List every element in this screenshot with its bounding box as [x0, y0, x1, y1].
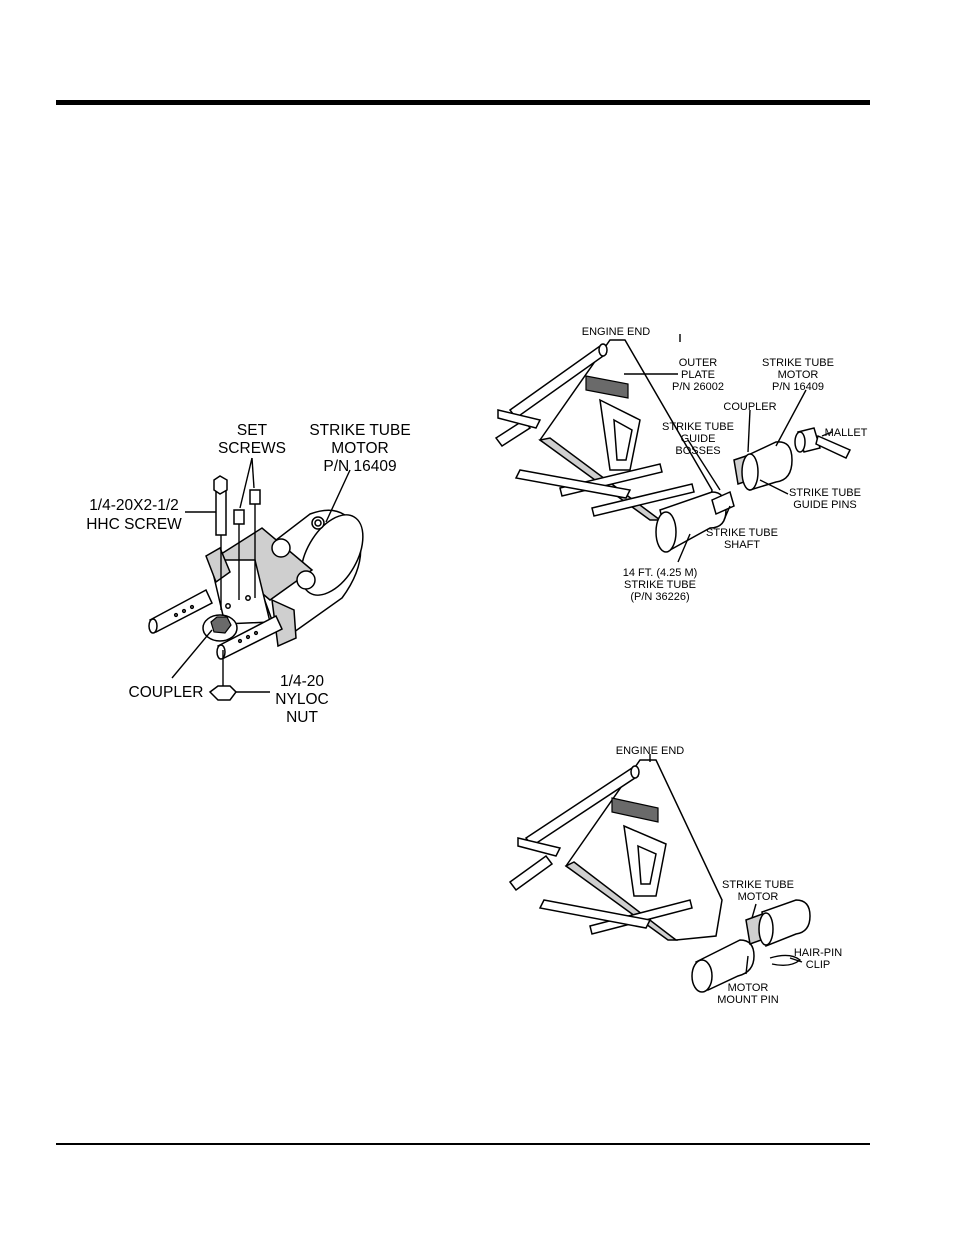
label-engine-end: ENGINE END — [582, 326, 651, 338]
label-strike-tube-1: 14 FT. (4.25 M) — [623, 567, 698, 579]
label-guide-bosses-2: GUIDE — [681, 433, 716, 445]
label-shaft-1: STRIKE TUBE — [706, 527, 778, 539]
label-motor-b1: STRIKE TUBE — [722, 879, 794, 891]
label-guide-pins-2: GUIDE PINS — [793, 499, 857, 511]
label-set-screws-1: SET — [237, 422, 268, 439]
coupler-leaders — [171, 457, 351, 693]
label-hhc-screw-2: HHC SCREW — [86, 516, 182, 533]
label-motor-a2: MOTOR — [778, 369, 819, 381]
label-clip-1: HAIR-PIN — [794, 947, 842, 959]
label-guide-pins-1: STRIKE TUBE — [789, 487, 861, 499]
label-hhc-screw-1: 1/4-20X2-1/2 — [89, 497, 179, 514]
label-motor-2: MOTOR — [331, 440, 388, 457]
label-guide-bosses-1: STRIKE TUBE — [662, 421, 734, 433]
label-set-screws-2: SCREWS — [218, 440, 286, 457]
label-coupler: COUPLER — [129, 684, 204, 701]
footer-rule — [56, 1143, 870, 1145]
installed-labels: ENGINE END STRIKE TUBE MOTOR HAIR-PIN CL… — [616, 745, 842, 1006]
assembly-labels: ENGINE END OUTER PLATE P/N 26002 STRIKE … — [582, 326, 868, 603]
assembly-exploded-figure: ENGINE END OUTER PLATE P/N 26002 STRIKE … — [480, 320, 880, 610]
label-strike-tube-2: STRIKE TUBE — [624, 579, 696, 591]
assembly-installed-figure: ENGINE END STRIKE TUBE MOTOR HAIR-PIN CL… — [500, 740, 860, 1020]
label-nut-2: NYLOC — [275, 691, 328, 708]
label-outer-plate-2: PLATE — [681, 369, 715, 381]
label-strike-tube-3: (P/N 36226) — [630, 591, 689, 603]
label-mount-pin-1: MOTOR — [728, 982, 769, 994]
label-nut-3: NUT — [286, 709, 318, 726]
label-mount-pin-2: MOUNT PIN — [717, 994, 779, 1006]
label-guide-bosses-3: BOSSES — [675, 445, 720, 457]
label-motor-a3: P/N 16409 — [772, 381, 824, 393]
label-motor-a1: STRIKE TUBE — [762, 357, 834, 369]
label-engine-end-b: ENGINE END — [616, 745, 685, 757]
label-nut-1: 1/4-20 — [280, 673, 324, 690]
coupler-drawing — [148, 475, 364, 701]
label-motor-b2: MOTOR — [738, 891, 779, 903]
label-motor-1: STRIKE TUBE — [309, 422, 410, 439]
installed-leaders — [649, 754, 803, 975]
label-mallet: MALLET — [825, 427, 868, 439]
label-clip-2: CLIP — [806, 959, 830, 971]
coupler-detail-figure: SET SCREWS STRIKE TUBE MOTOR P/N 16409 1… — [80, 410, 420, 730]
assembly-leaders — [624, 334, 833, 563]
label-motor-3: P/N 16409 — [323, 458, 396, 475]
coupler-labels: SET SCREWS STRIKE TUBE MOTOR P/N 16409 1… — [86, 422, 410, 726]
installed-drawing — [508, 759, 811, 993]
label-outer-plate-1: OUTER — [679, 357, 718, 369]
label-coupler-a: COUPLER — [723, 401, 776, 413]
assembly-drawing — [494, 339, 852, 553]
label-shaft-2: SHAFT — [724, 539, 760, 551]
header-rule — [56, 100, 870, 105]
label-outer-plate-3: P/N 26002 — [672, 381, 724, 393]
